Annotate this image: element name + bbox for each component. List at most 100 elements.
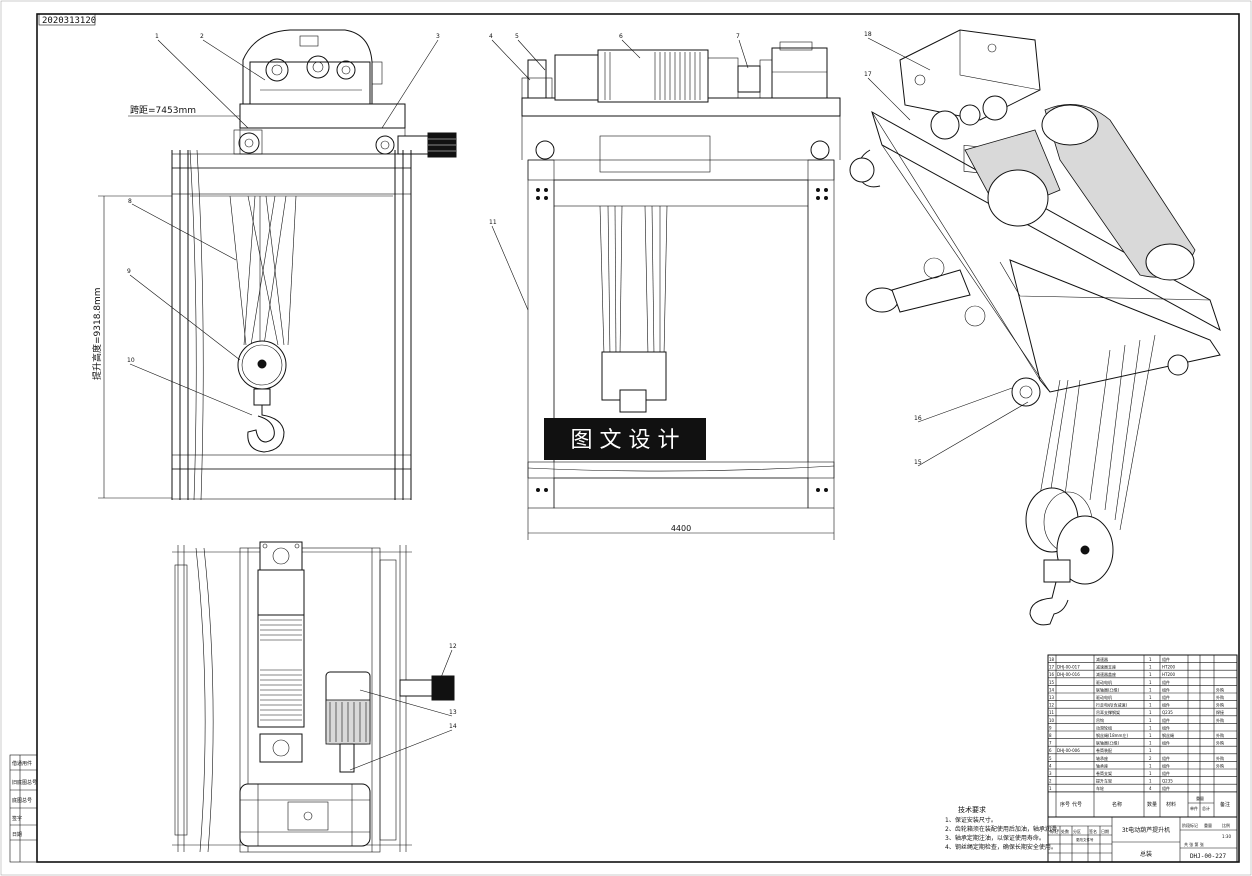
bom-header-total: 总计 [1202, 805, 1210, 811]
bom-cell-qty: 1 [1149, 710, 1152, 715]
front-elevation-view: 跨距=7453mm [91, 29, 457, 501]
bom-cell-mat: 组件 [1162, 724, 1170, 730]
bom-cell-no: 13 [1049, 695, 1055, 700]
lift-height-dimension: 提升高度=9318.8mm [91, 195, 172, 499]
sheet-inner-frame [36, 13, 1240, 863]
bom-cell-name: 提升车架 [1096, 778, 1112, 784]
rope-drum [554, 49, 739, 103]
hook-icon [247, 405, 285, 453]
bom-cell-qty: 1 [1149, 672, 1152, 677]
bom-cell-mat: 组件 [1162, 694, 1170, 700]
iso-hook-icon [1029, 581, 1069, 626]
bom-cell-no: 6 [1049, 748, 1052, 753]
iso-ropes [1039, 334, 1156, 531]
bom-cell-mat: HT200 [1162, 665, 1176, 670]
bom-cell-qty: 1 [1149, 725, 1152, 730]
bom-cell-qty: 1 [1149, 771, 1152, 776]
bom-cell-note: 外购 [1216, 740, 1224, 746]
bom-cell-no: 14 [1049, 687, 1055, 692]
side-elevation-view: 图 文 设 计 4400 4 5 6 7 11 [489, 33, 841, 540]
bom-cell-name: 减速器盖座 [1096, 671, 1116, 677]
lift-height-text: 提升高度=9318.8mm [91, 287, 103, 380]
iso-frame [849, 110, 1221, 407]
tb-label-scale: 比例 [1222, 822, 1230, 828]
bom-cell-name: 减速器 [1096, 656, 1108, 662]
bom-cell-no: 4 [1049, 763, 1052, 768]
bom-cell-name: 车轮 [1096, 785, 1104, 791]
callout-6: 6 [619, 33, 623, 40]
bom-cell-no: 18 [1049, 657, 1055, 662]
callout-4: 4 [489, 33, 493, 40]
plan-reducer [239, 783, 371, 847]
bom-cell-no: 15 [1049, 680, 1055, 685]
tb-label-stage: 阶段标记 [1182, 822, 1198, 828]
callout-9: 9 [127, 268, 131, 275]
plan-bearing-top [259, 541, 303, 571]
iso-hook-block [1025, 487, 1114, 626]
side-wheel-left [535, 140, 555, 160]
left-bearing-seat [521, 59, 553, 99]
hoist-gear-unit [599, 135, 711, 173]
top-plan-view: 12 13 14 [172, 541, 457, 853]
plan-bearing-bottom [259, 733, 303, 763]
bom-cell-no: 11 [1049, 710, 1055, 715]
tb-label-sign: 签名 [1089, 828, 1097, 834]
bom-cell-qty: 1 [1149, 687, 1152, 692]
bom-cell-qty: 1 [1149, 779, 1152, 784]
tb-label-change: 更改文件号 [1076, 837, 1094, 842]
tech-req-item-4: 4、钢丝绳定期检查，确保长期安全使用。 [945, 843, 1057, 851]
bom-cell-name: 动滑轮组 [1096, 724, 1112, 730]
bom-cell-name: 行走电机(含减速) [1096, 702, 1128, 708]
bom-cell-name: 驱动电机 [1096, 679, 1112, 685]
iso-gearbox [899, 29, 1041, 177]
span-dimension: 跨距=7453mm [128, 105, 240, 117]
bom-cell-no: 3 [1049, 771, 1052, 776]
bom-cell-note: 外购 [1216, 702, 1224, 708]
bom-cell-no: 5 [1049, 756, 1052, 761]
bom-cell-name: 联轴器(凸缘) [1096, 686, 1120, 692]
bom-cell-note: 外购 [1216, 762, 1224, 768]
bom-header-unit: 单件 [1190, 805, 1198, 811]
title-block: 标记 处数 分区 更改文件号 签名 日期 3t电动葫芦提升机 总装 阶段标记 重… [1047, 816, 1238, 863]
bom-cell-code: DHJ-00-016 [1057, 672, 1080, 677]
bom-cell-note: 外购 [1216, 732, 1224, 738]
bom-cell-no: 9 [1049, 725, 1052, 730]
sheet-code: 2020313120 [42, 16, 96, 26]
stamp-label-3: 底图总号 [12, 797, 32, 804]
plan-callouts: 12 13 14 [349, 643, 457, 771]
bom-cell-name: 卷筒支架 [1096, 770, 1112, 776]
bom-cell-note: 外购 [1216, 755, 1224, 761]
bom-cell-qty: 1 [1149, 657, 1152, 662]
callout-18: 18 [864, 31, 872, 38]
width-dimension-text: 4400 [671, 524, 691, 533]
tech-req-item-2: 2、齿轮箱须在装配使用后加油，轴承润滑。 [945, 825, 1063, 833]
front-steel-frame [171, 149, 412, 501]
bom-cell-qty: 1 [1149, 703, 1152, 708]
gearbox [242, 29, 383, 105]
plan-trolley-frame [239, 547, 381, 853]
iso-callouts: 18 17 16 15 [864, 31, 1029, 467]
bom-cell-note: 外购 [1216, 694, 1224, 700]
tech-req-heading: 技术要求 [958, 805, 986, 814]
bom-cell-qty: 1 [1149, 718, 1152, 723]
stamp-label-2: 旧底图总号 [12, 779, 37, 786]
callout-8: 8 [128, 198, 132, 205]
carriage-top-plate [239, 103, 406, 129]
callout-10: 10 [127, 357, 135, 364]
tb-sheet: 共 张 第 张 [1184, 841, 1204, 847]
reducer-side [771, 41, 828, 99]
bom-header-qty: 数量 [1147, 801, 1157, 808]
tb-label-date: 日期 [1101, 828, 1109, 834]
width-dimension: 4400 [527, 508, 835, 540]
callout-12: 12 [449, 643, 457, 650]
bom-header-code: 代号 [1072, 801, 1082, 808]
callout-15: 15 [914, 459, 922, 466]
front-callouts: 1 2 3 8 9 10 [127, 33, 440, 416]
plan-drum [257, 569, 305, 728]
wire-ropes [229, 195, 297, 346]
bom-cell-no: 7 [1049, 741, 1052, 746]
stamp-label-5: 日期 [12, 832, 22, 838]
bom-cell-qty: 1 [1149, 748, 1152, 753]
